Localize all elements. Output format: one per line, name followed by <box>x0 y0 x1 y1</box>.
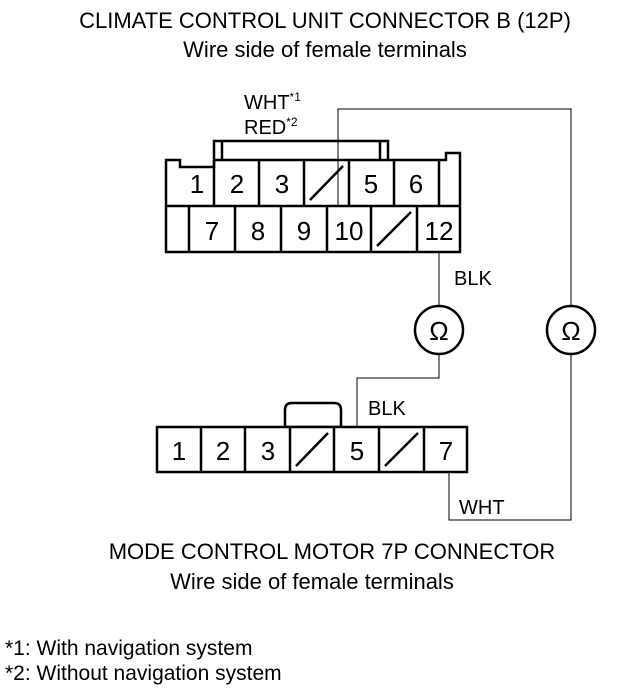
pin-label: 2 <box>216 436 230 466</box>
pin-label: 2 <box>230 169 244 199</box>
pin-label: 9 <box>297 216 311 246</box>
pin-label: 8 <box>251 216 265 246</box>
pin-label: 10 <box>335 216 364 246</box>
top-connector-title: CLIMATE CONTROL UNIT CONNECTOR B (12P) <box>79 8 571 33</box>
footnote-1: *1: With navigation system <box>5 637 252 660</box>
empty-cavity-slash <box>376 211 412 247</box>
pin-label: 6 <box>409 169 423 199</box>
ohm-symbol: Ω <box>561 316 580 346</box>
blk-top-label: BLK <box>454 268 492 290</box>
blk-bottom-label: BLK <box>368 398 406 420</box>
mode-control-motor-connector: 1 2 3 5 7 <box>155 401 469 474</box>
pin-label: 7 <box>439 436 453 466</box>
blk-bottom-wire <box>356 354 440 427</box>
bottom-connector-latch <box>283 401 343 429</box>
climate-control-connector: 1 2 3 5 6 7 8 9 10 12 <box>164 139 462 254</box>
pin-label: 1 <box>172 436 186 466</box>
wht-red-probe-wire <box>337 108 572 306</box>
empty-cavity-slash <box>295 432 329 467</box>
meter-circle <box>545 304 597 356</box>
ohm-symbol: Ω <box>429 316 448 346</box>
pin-label: 12 <box>425 216 454 246</box>
pin-label: 3 <box>261 436 275 466</box>
wht-bottom-label: WHT <box>459 497 505 519</box>
meter-circle <box>413 304 465 356</box>
pin-label: 7 <box>205 216 219 246</box>
pin-label: 1 <box>190 169 204 199</box>
ohmmeter-left: Ω <box>413 304 465 356</box>
red-nonav-label: RED*2 <box>244 115 298 139</box>
top-connector-subtitle: Wire side of female terminals <box>183 37 467 62</box>
empty-cavity-slash <box>384 432 419 467</box>
ohmmeter-right: Ω <box>545 304 597 356</box>
pin-label: 3 <box>275 169 289 199</box>
bottom-connector-subtitle: Wire side of female terminals <box>170 569 454 594</box>
pin-label: 5 <box>364 169 378 199</box>
wiring <box>337 108 572 521</box>
wht-bottom-wire <box>448 354 572 521</box>
footnote-2: *2: Without navigation system <box>5 662 282 685</box>
wht-nav-label: WHT*1 <box>244 90 301 114</box>
pin-label: 5 <box>350 436 364 466</box>
bottom-connector-title: MODE CONTROL MOTOR 7P CONNECTOR <box>109 539 556 564</box>
